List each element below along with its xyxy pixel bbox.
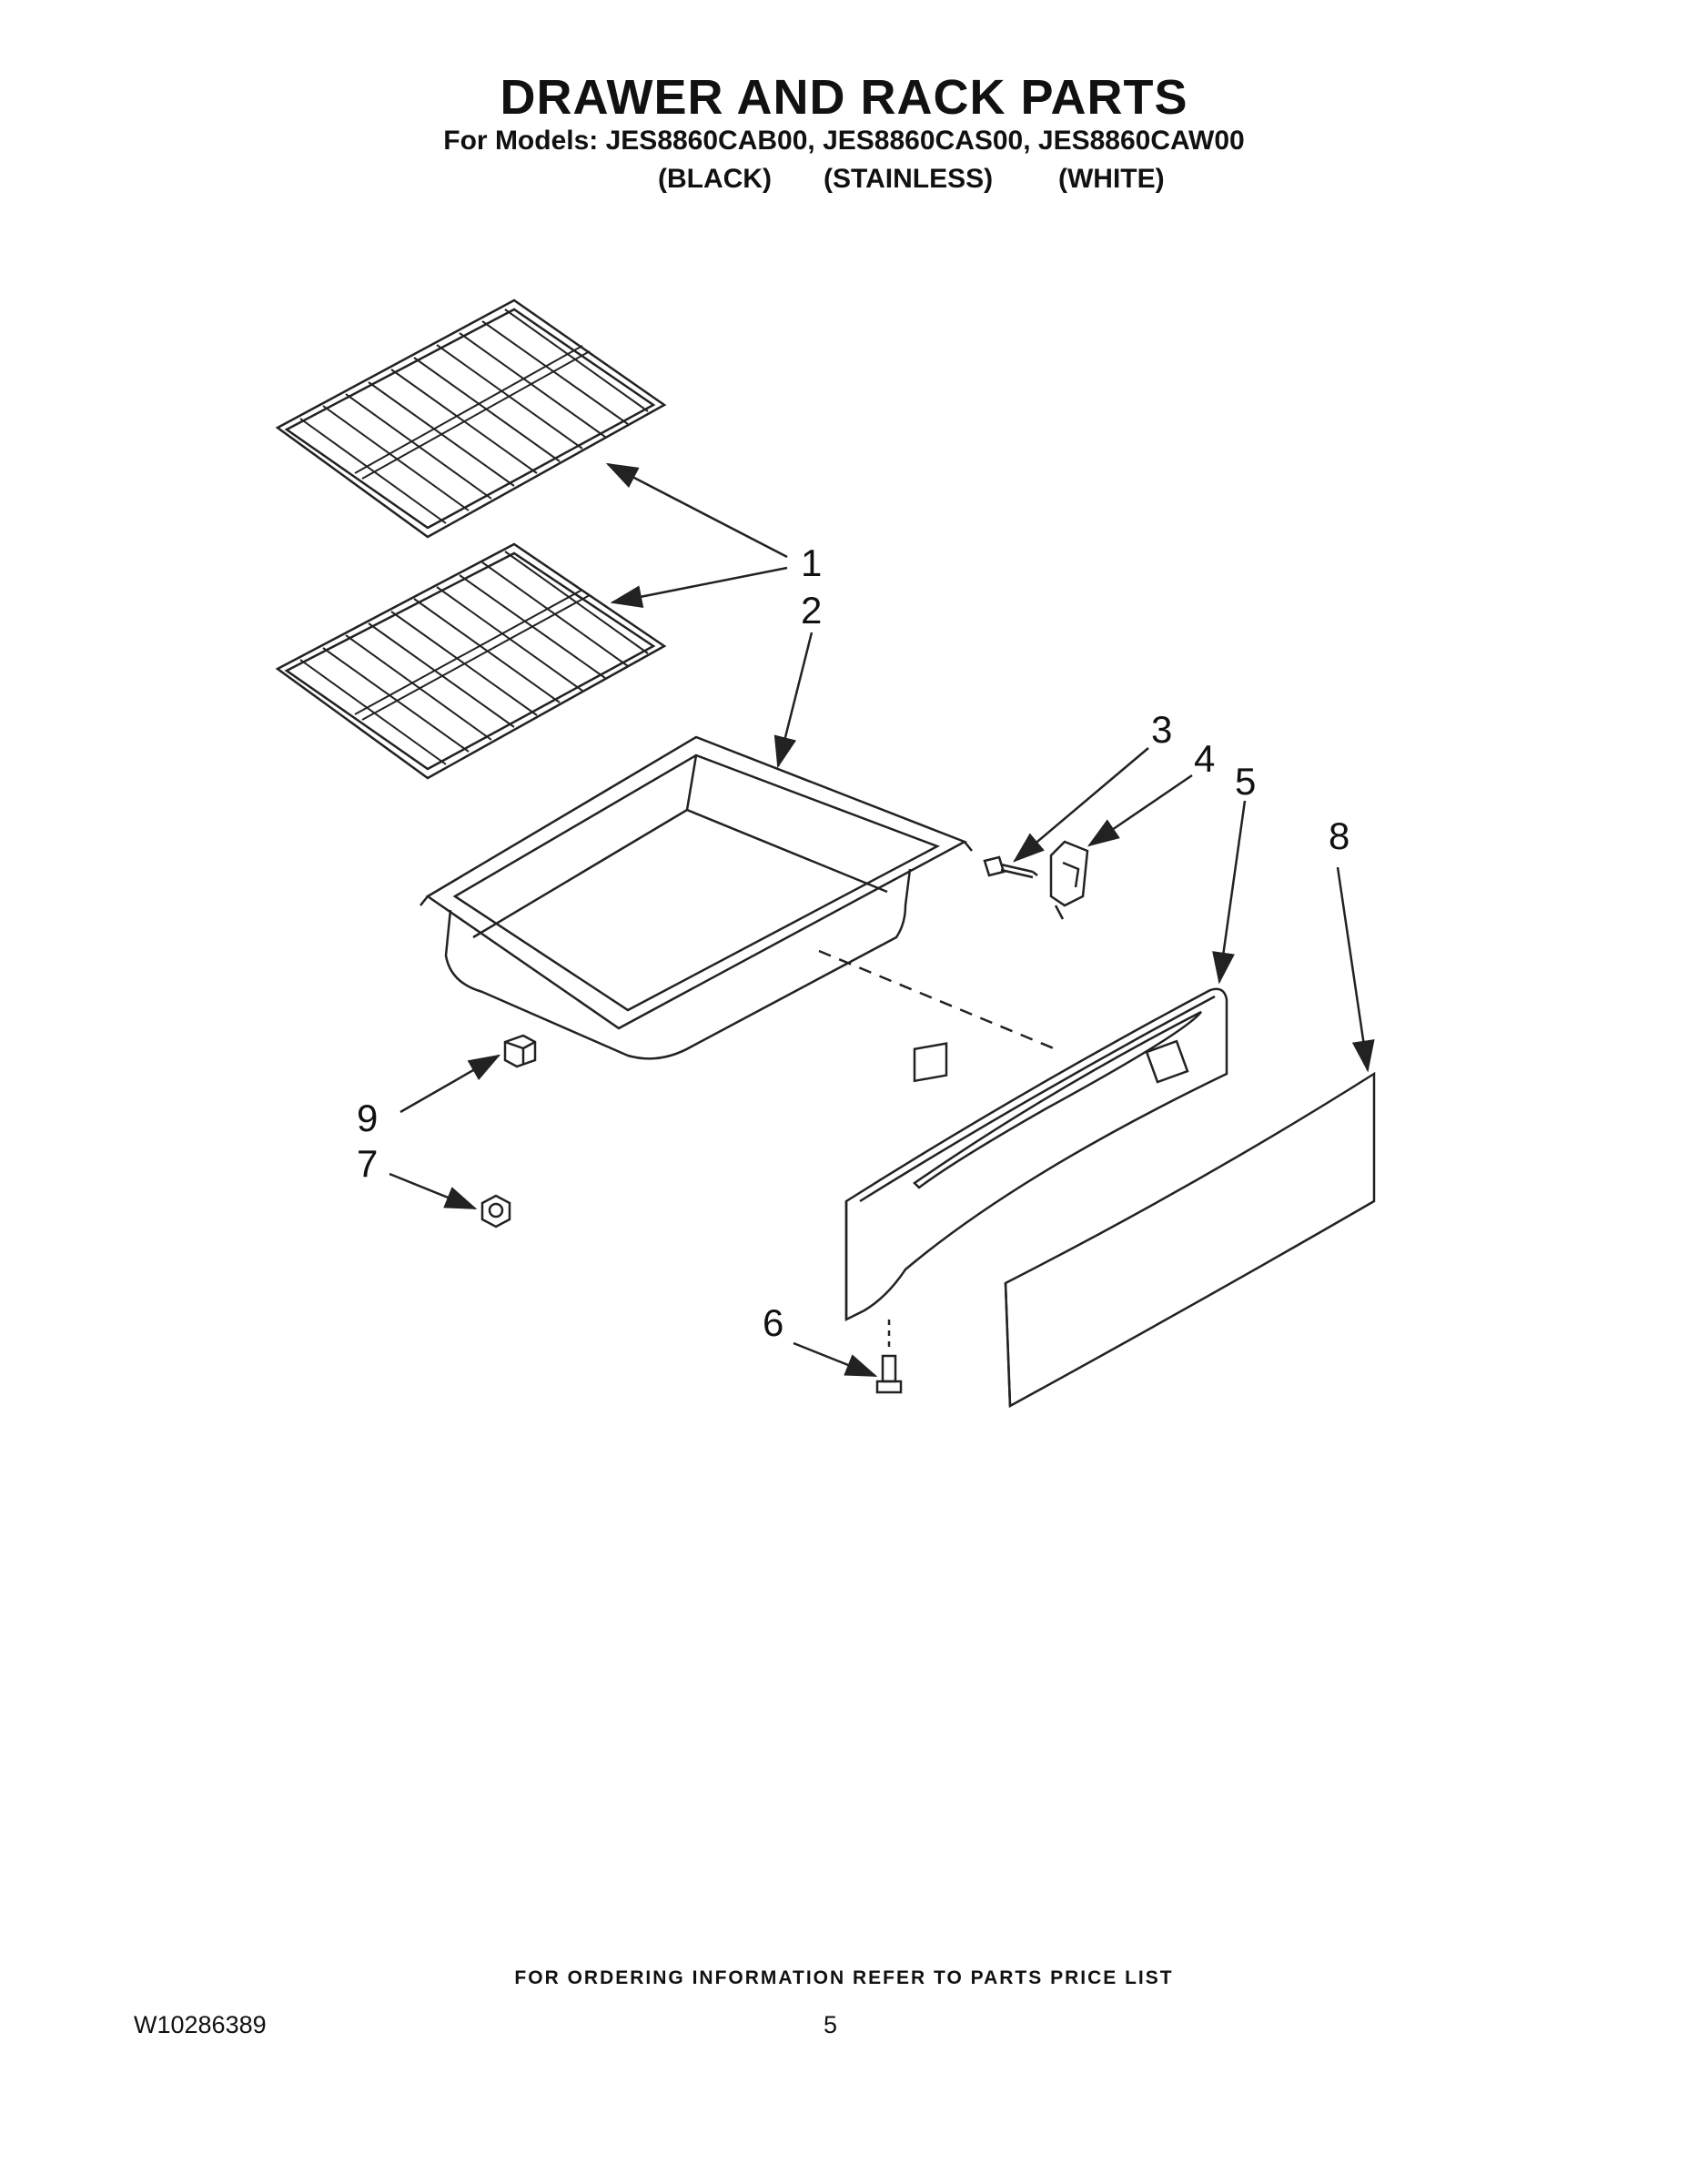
drawer-glass-insert bbox=[1004, 1071, 1376, 1409]
callout-5: 5 bbox=[1235, 760, 1257, 803]
leader-1-lower bbox=[610, 566, 788, 608]
leader-2 bbox=[773, 632, 814, 769]
alignment-line bbox=[818, 949, 1061, 1053]
callout-2: 2 bbox=[801, 589, 823, 632]
leader-4 bbox=[1087, 774, 1193, 847]
leader-8 bbox=[1336, 866, 1375, 1073]
leader-1-upper bbox=[605, 462, 788, 559]
page-title: DRAWER AND RACK PARTS bbox=[500, 70, 1188, 125]
bumper-part-9 bbox=[503, 1034, 537, 1068]
leader-9 bbox=[399, 1054, 501, 1114]
document-number: W10286389 bbox=[134, 2011, 267, 2038]
model-list: For Models: JES8860CAB00, JES8860CAS00, … bbox=[443, 126, 1245, 156]
callout-7: 7 bbox=[357, 1142, 379, 1185]
nut-part-7 bbox=[480, 1194, 511, 1228]
leader-3 bbox=[1013, 747, 1149, 863]
callout-1: 1 bbox=[801, 541, 823, 584]
callout-8: 8 bbox=[1329, 814, 1350, 857]
clip-part-4 bbox=[1049, 840, 1089, 920]
finish-label-white: (WHITE) bbox=[1058, 164, 1165, 194]
leader-5 bbox=[1212, 800, 1247, 985]
finish-label-black: (BLACK) bbox=[658, 164, 772, 194]
callout-4: 4 bbox=[1194, 737, 1216, 780]
oven-rack-upper bbox=[275, 298, 667, 539]
drawer-pan bbox=[419, 735, 973, 1060]
page-number: 5 bbox=[824, 2011, 838, 2038]
leader-7 bbox=[389, 1172, 478, 1210]
drawer-front-panel bbox=[844, 987, 1228, 1322]
callout-9: 9 bbox=[357, 1097, 379, 1139]
oven-rack-lower bbox=[275, 542, 667, 780]
ordering-note: FOR ORDERING INFORMATION REFER TO PARTS … bbox=[514, 1967, 1174, 1988]
bolt-part-6 bbox=[875, 1320, 903, 1394]
callout-6: 6 bbox=[763, 1301, 784, 1344]
screw-part-3 bbox=[983, 855, 1038, 879]
callout-3: 3 bbox=[1151, 708, 1173, 751]
finish-label-stainless: (STAINLESS) bbox=[824, 164, 994, 194]
leader-6 bbox=[793, 1341, 878, 1378]
